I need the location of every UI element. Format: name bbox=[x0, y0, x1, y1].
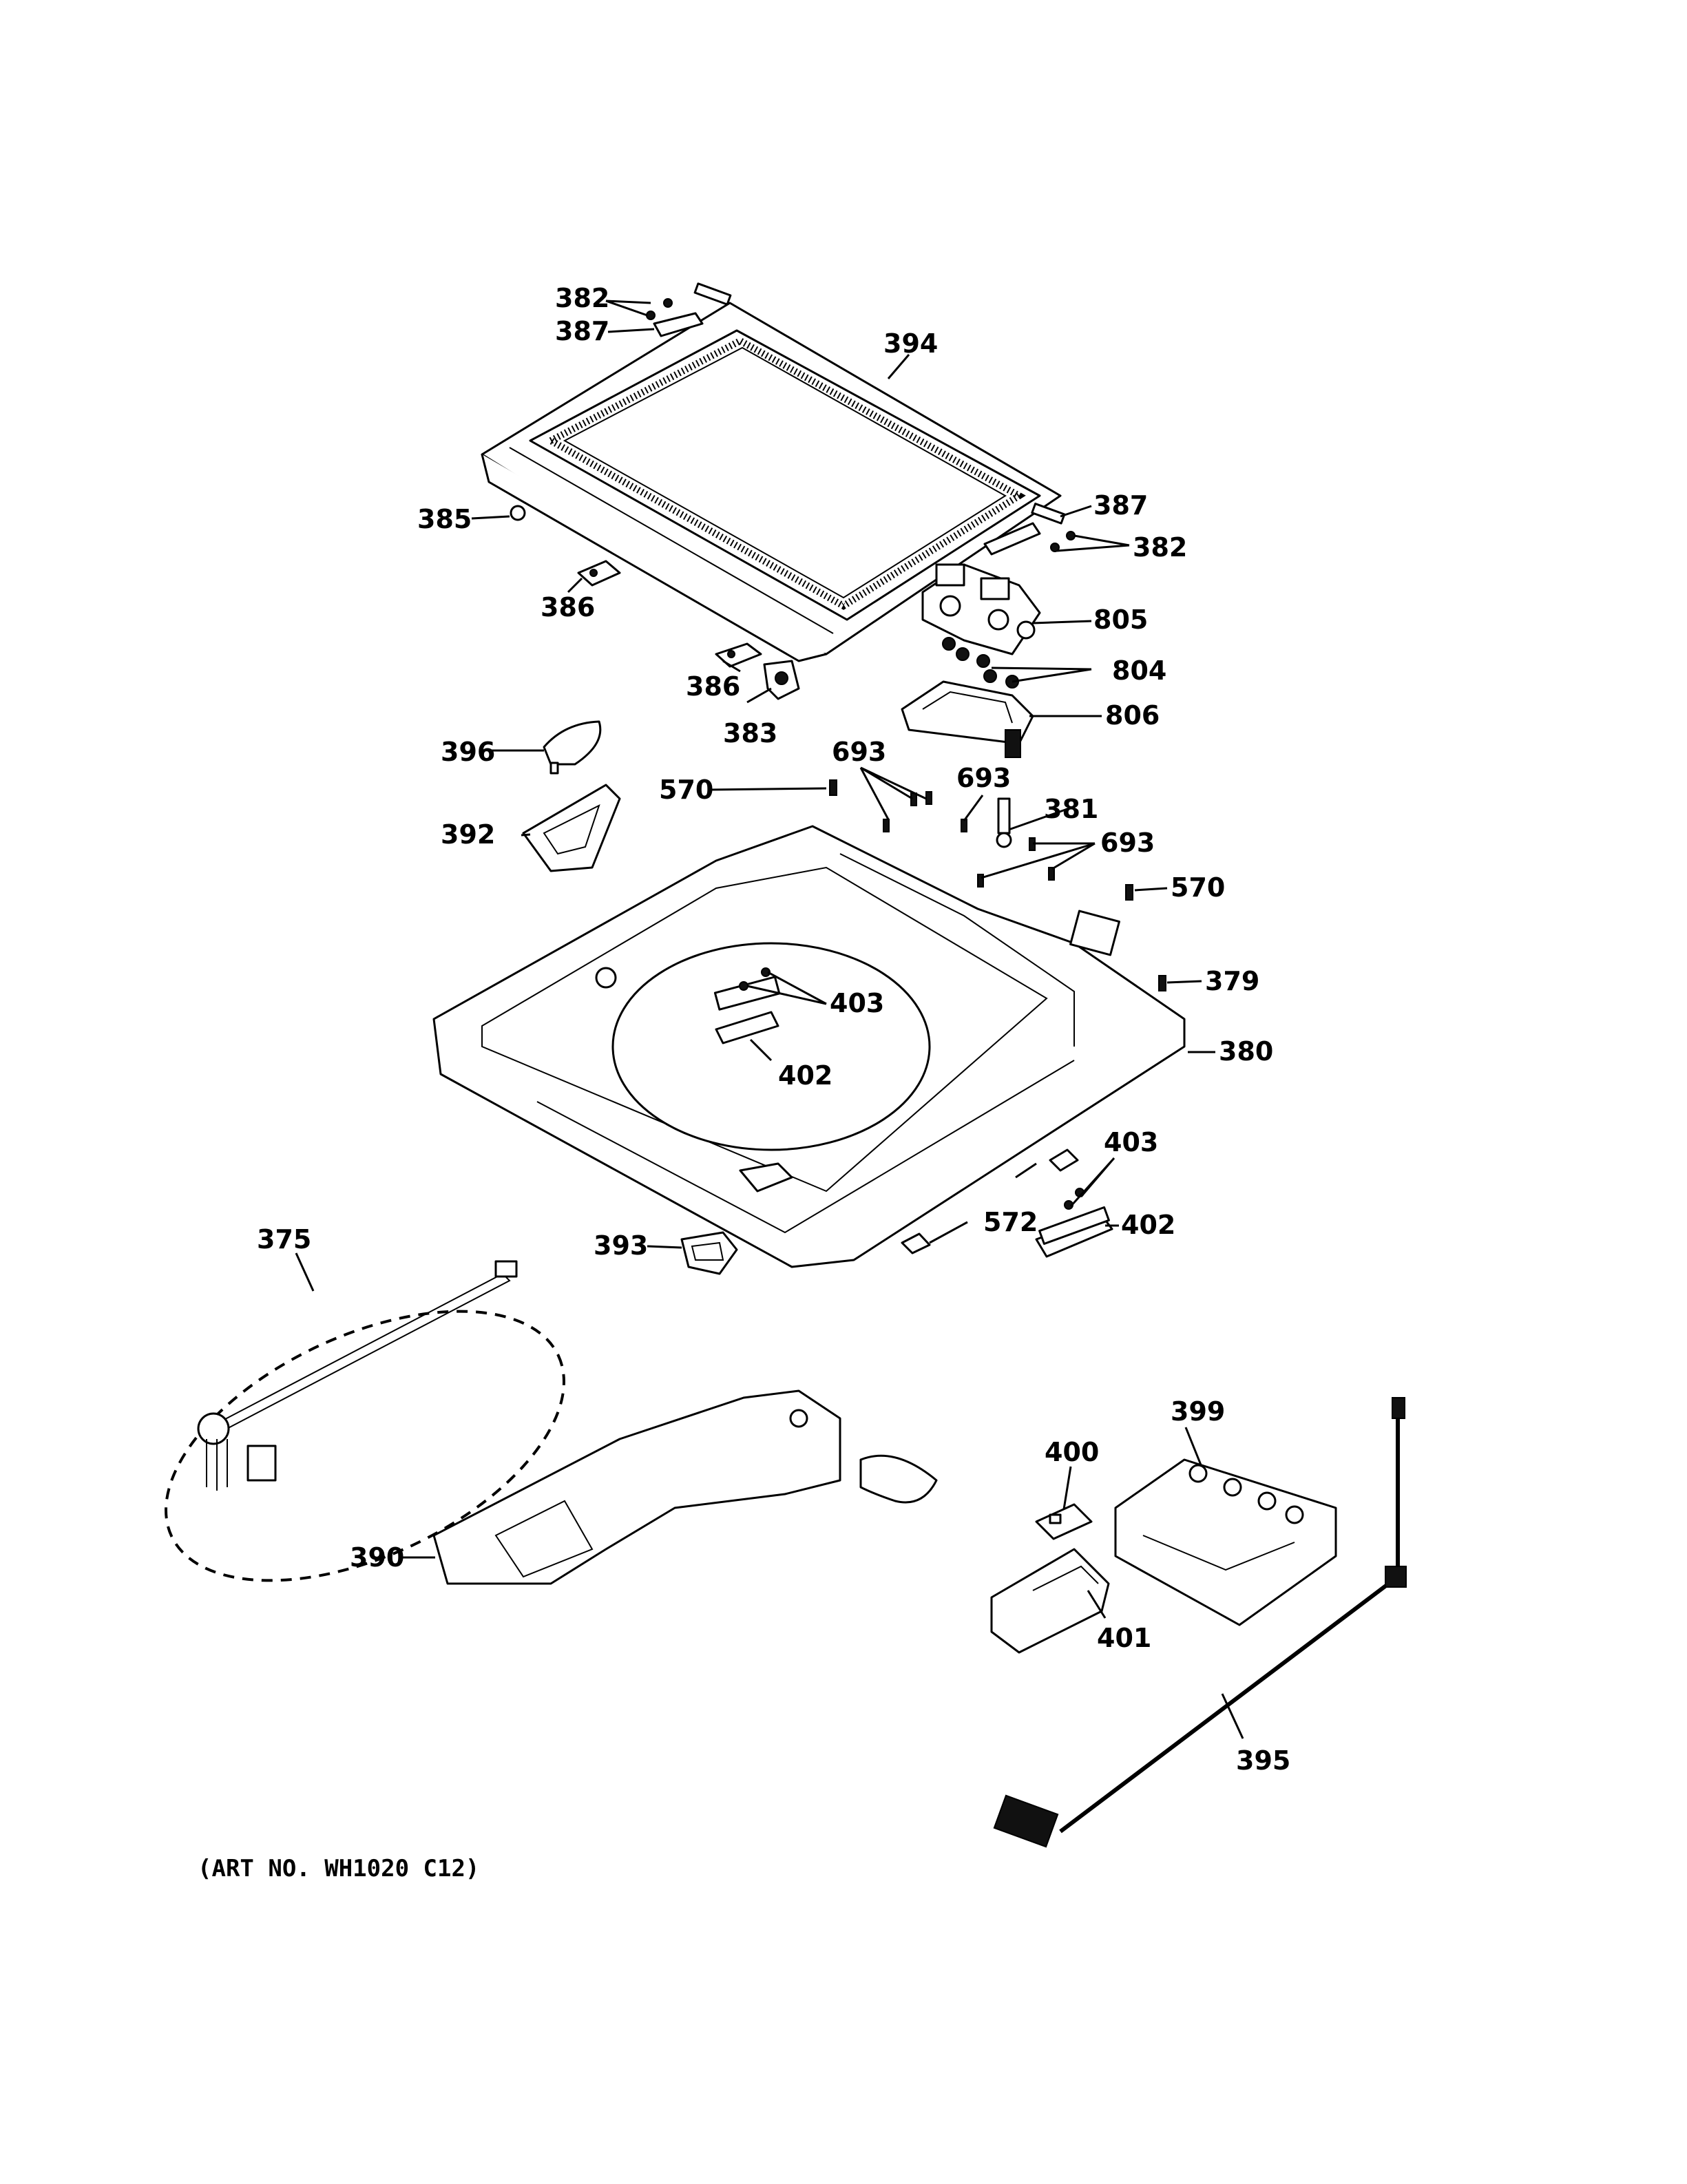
callout-392: 392 bbox=[441, 819, 495, 850]
callout-380: 380 bbox=[1219, 1036, 1273, 1067]
callout-401: 401 bbox=[1097, 1623, 1151, 1653]
callout-400: 400 bbox=[1045, 1437, 1099, 1467]
callout-387-right: 387 bbox=[1093, 490, 1148, 521]
callout-387-top: 387 bbox=[555, 316, 609, 346]
part-lid-switch bbox=[996, 797, 1012, 848]
callout-570-right: 570 bbox=[1171, 872, 1225, 903]
part-clips bbox=[901, 1148, 1079, 1254]
part-lock-upper bbox=[713, 967, 781, 1044]
callout-396: 396 bbox=[441, 737, 495, 767]
part-top-cover bbox=[432, 825, 1186, 1268]
callout-386-top: 386 bbox=[541, 592, 595, 622]
part-bumper bbox=[510, 505, 526, 521]
part-screws bbox=[829, 779, 1166, 991]
callout-572: 572 bbox=[983, 1207, 1038, 1237]
callout-375: 375 bbox=[257, 1224, 311, 1254]
callout-403-lower: 403 bbox=[1104, 1127, 1158, 1157]
callout-381: 381 bbox=[1044, 794, 1098, 824]
callout-379: 379 bbox=[1205, 966, 1259, 996]
callout-393: 393 bbox=[594, 1230, 648, 1261]
art-number: (ART NO. WH1020 C12) bbox=[198, 1855, 479, 1882]
part-hinge-top-left bbox=[646, 282, 732, 337]
part-valve-grommets bbox=[942, 637, 1019, 689]
callout-805: 805 bbox=[1093, 605, 1148, 635]
part-lid-pad-2 bbox=[715, 642, 762, 668]
callout-399: 399 bbox=[1171, 1396, 1225, 1427]
callout-693-middle: 693 bbox=[956, 763, 1011, 793]
callout-395: 395 bbox=[1236, 1745, 1290, 1776]
part-hinge-right bbox=[983, 503, 1076, 556]
callout-570-left: 570 bbox=[659, 775, 713, 805]
part-dispenser-drawer bbox=[990, 1548, 1110, 1654]
callout-693-top: 693 bbox=[832, 737, 886, 767]
callout-385: 385 bbox=[417, 504, 472, 534]
callout-402-lower: 402 bbox=[1121, 1210, 1175, 1240]
callout-394: 394 bbox=[883, 328, 938, 359]
callout-383: 383 bbox=[723, 718, 777, 748]
callout-382-right: 382 bbox=[1133, 532, 1187, 563]
part-water-valve bbox=[921, 563, 1041, 655]
callout-402-upper: 402 bbox=[778, 1060, 832, 1091]
part-dispenser bbox=[1114, 1458, 1337, 1626]
part-lock-lower bbox=[1035, 1188, 1113, 1258]
callout-806: 806 bbox=[1105, 700, 1160, 731]
callout-386-bottom: 386 bbox=[686, 671, 740, 702]
part-handle bbox=[680, 1231, 738, 1275]
part-lid-latch bbox=[763, 660, 800, 700]
part-lid-pad-1 bbox=[577, 560, 621, 587]
callout-390: 390 bbox=[350, 1542, 404, 1573]
part-funnel bbox=[522, 784, 621, 872]
part-cover-cap bbox=[543, 720, 602, 775]
part-tub-duct bbox=[432, 1389, 938, 1585]
callout-693-right: 693 bbox=[1100, 828, 1155, 858]
part-dispenser-cover bbox=[1035, 1503, 1093, 1540]
part-valve-bracket bbox=[901, 680, 1034, 758]
part-lid bbox=[481, 302, 1062, 662]
callout-382-top: 382 bbox=[555, 283, 609, 313]
part-pressure-sensor bbox=[165, 1260, 565, 1582]
callout-804: 804 bbox=[1112, 655, 1166, 686]
leader-lines bbox=[295, 300, 1244, 1739]
part-wire-harness bbox=[993, 1397, 1407, 1848]
callout-labels: 382 387 394 387 382 385 386 805 804 386 … bbox=[257, 283, 1290, 1776]
callout-403-upper: 403 bbox=[830, 988, 884, 1018]
